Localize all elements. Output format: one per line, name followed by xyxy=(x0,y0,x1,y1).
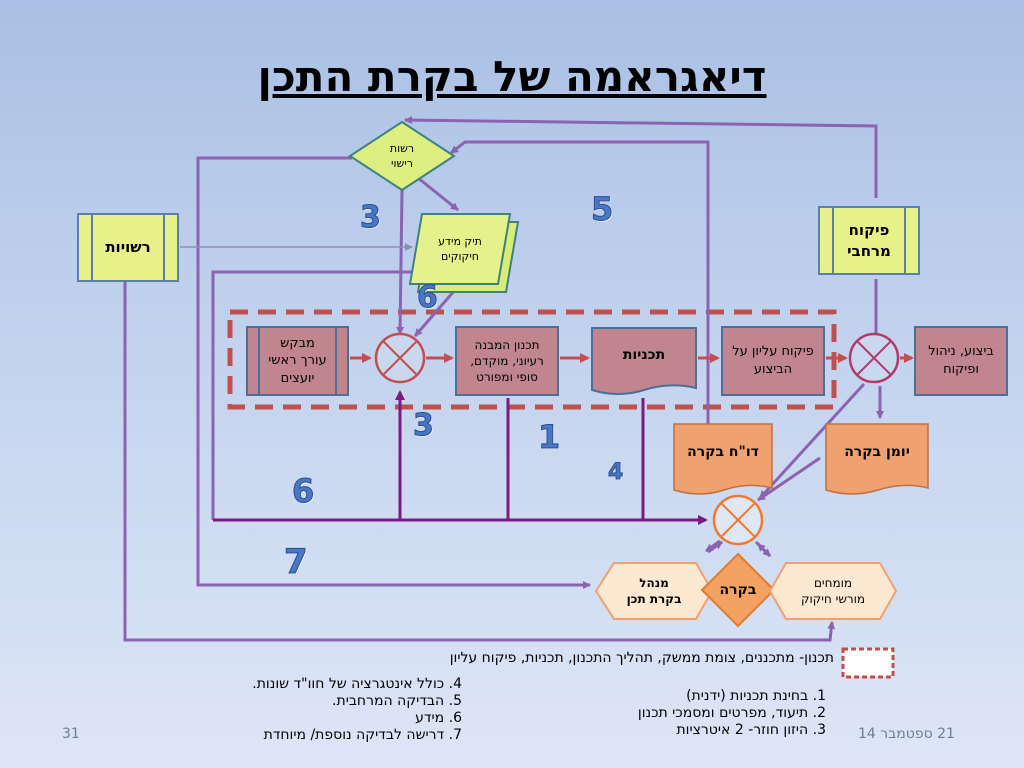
review-log-label: יומן בקרה xyxy=(844,443,910,460)
review-report-shape xyxy=(673,423,773,495)
review-report-label: דו"ח בקרה xyxy=(687,443,759,460)
licensing-authority-diamond xyxy=(348,120,456,192)
step-number-4: 4 xyxy=(607,460,624,486)
junction-supervision xyxy=(848,332,900,384)
step-number-5: 5 xyxy=(590,190,614,229)
junction-control xyxy=(712,494,764,546)
authorities-box: רשויות xyxy=(77,213,179,282)
execution-box: ביצוע, ניהול ופיקוח xyxy=(914,326,1008,396)
step-number-7: 7 xyxy=(284,542,309,583)
dark-flow-lines xyxy=(213,390,708,525)
legend-left-list: 4. כולל אינטגרציה של חוו"ד שונות. 5. הבד… xyxy=(252,676,462,744)
step-number-6-top: 6 xyxy=(417,280,439,316)
page-number: 31 xyxy=(62,726,80,742)
control-label: בקרה xyxy=(719,581,757,598)
applicant-box: מבקש עורך ראשי יועצים xyxy=(246,326,349,396)
top-supervision-box: פיקוח עליון על הביצוע xyxy=(721,326,825,396)
manager-label: מנהל בקרת תכן xyxy=(626,575,682,606)
info-file-label: תיק מידע חיקוקים xyxy=(438,235,482,263)
step-number-3-bottom: 3 xyxy=(413,408,435,444)
legend-item: 5. הבדיקה המרחבית. xyxy=(332,693,462,709)
plans-label: תכניות xyxy=(622,346,666,363)
page-title: דיאגראמה של בקרת התכן xyxy=(257,52,767,101)
step-number-3-top: 3 xyxy=(360,200,382,236)
legend-item: 4. כולל אינטגרציה של חוו"ד שונות. xyxy=(252,676,462,692)
legend-right-list: 1. בחינת תכניות (ידנית) 2. תיעוד, מפרטים… xyxy=(638,688,826,739)
legend-dashed-note: תכנון- מתכננים, צומת ממשק, תהליך התכנון,… xyxy=(449,650,834,666)
structure-design-box: תכנון המבנה רעיוני, מוקדם, סופי ומפורט xyxy=(455,326,559,396)
licensing-authority-label: רשות רישוי xyxy=(389,142,415,170)
footer-date: 21 ספטמבר 14 xyxy=(858,726,955,742)
review-log-shape xyxy=(825,423,929,495)
legend-item: 3. היזון חוזר- 2 איטרציות xyxy=(676,722,826,738)
district-supervision-box: פיקוח מרחבי xyxy=(818,206,920,275)
experts-label: מומחים מורשי חיקוק xyxy=(801,575,866,606)
step-number-1: 1 xyxy=(537,418,561,457)
junction-design xyxy=(374,332,426,384)
plans-document-shape xyxy=(591,327,697,395)
control-diamond xyxy=(700,552,776,628)
info-file-parallelogram xyxy=(408,213,512,285)
manager-hexagon xyxy=(594,562,714,620)
step-number-6-bottom: 6 xyxy=(291,472,315,511)
legend-item: 2. תיעוד, מפרטים ומסמכי תכנון xyxy=(637,705,826,721)
legend-item: 7. דרישה לבדיקה נוספת/ מיוחדת xyxy=(263,727,462,743)
legend-item: 6. מידע xyxy=(415,710,462,726)
feedback-arrows xyxy=(123,116,884,642)
legend-item: 1. בחינת תכניות (ידנית) xyxy=(686,688,826,704)
experts-hexagon xyxy=(768,562,898,620)
legend-dashed-swatch xyxy=(841,647,895,679)
